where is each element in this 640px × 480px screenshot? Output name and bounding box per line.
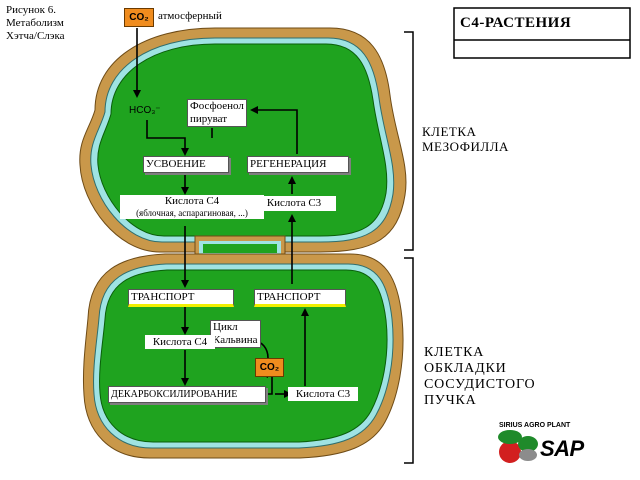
logo-company-name: SIRIUS AGRO PLANT [499,422,571,429]
mesophyll-cytoplasm [97,43,388,237]
bundle-label-line-3: СОСУДИСТОГО [424,377,536,392]
figure-caption: Рисунок 6. Метаболизм Хэтча/Слэка [6,4,65,43]
logo-mark [498,430,538,463]
decarboxylation-box: ДЕКАРБОКСИЛИРОВАНИЕ [108,386,266,403]
transport-right-box: ТРАНСПОРТ [254,289,346,307]
logo-red-blob [499,441,521,463]
regeneration-box: РЕГЕНЕРАЦИЯ [247,156,349,173]
logo-green-blob-left [498,430,522,444]
hco3-label: HCO₃⁻ [129,105,161,116]
mesophyll-acid-c4: Кислота С4 (яблочная, аспарагиновая, ...… [120,195,264,219]
co2-atmospheric-box: CO₂ [124,8,154,27]
assimilation-box: УСВОЕНИЕ [143,156,229,173]
calvin-line-2: Кальвина [213,334,258,346]
bundle-sheath-cell [82,253,404,459]
title-frame [453,7,631,59]
bundle-acid-c3: Кислота С3 [288,387,358,401]
bundle-label-line-4: ПУЧКА [424,393,477,408]
mesophyll-label: КЛЕТКА МЕЗОФИЛЛА [422,124,509,154]
calvin-line-1: Цикл [213,321,238,333]
mesophyll-label-line-2: МЕЗОФИЛЛА [422,139,509,154]
brackets [404,31,414,464]
bundle-label-line-1: КЛЕТКА [424,345,485,360]
logo-green-blob-right [518,436,538,452]
bundle-acid-c4: Кислота С4 [145,335,215,349]
mesophyll-label-line-1: КЛЕТКА [422,124,477,139]
logo-abbr: SAP [540,436,584,461]
co2-bundle-box: CO₂ [255,358,284,377]
co2-atmospheric-label: атмосферный [158,10,222,22]
transport-left-box: ТРАНСПОРТ [128,289,234,307]
caption-line-2: Метаболизм [6,17,64,29]
acid-c4-note: (яблочная, аспарагиновая, ...) [136,208,248,218]
caption-line-1: Рисунок 6. [6,4,56,16]
pep-line-1: Фосфоенол [190,100,244,112]
acid-c4-title: Кислота С4 [164,195,220,207]
caption-line-3: Хэтча/Слэка [6,30,65,42]
pep-box: Фосфоенол пируват [187,99,247,127]
bundle-label-line-2: ОБКЛАДКИ [424,361,507,376]
pep-line-2: пируват [190,113,228,125]
arrow-hco3-to-assimilation [146,120,189,156]
mesophyll-acid-c3: Кислота С3 [252,196,336,211]
arrow-regeneration-to-pep [250,106,298,154]
bundle-sheath-label: КЛЕТКА ОБКЛАДКИ СОСУДИСТОГО ПУЧКА [424,345,535,409]
bracket-bundle-sheath [404,257,414,464]
logo-grey-blob [519,449,537,461]
calvin-cycle-box: Цикл Кальвина [210,320,261,348]
page-title: С4-РАСТЕНИЯ [460,15,572,31]
bracket-mesophyll [404,31,414,251]
